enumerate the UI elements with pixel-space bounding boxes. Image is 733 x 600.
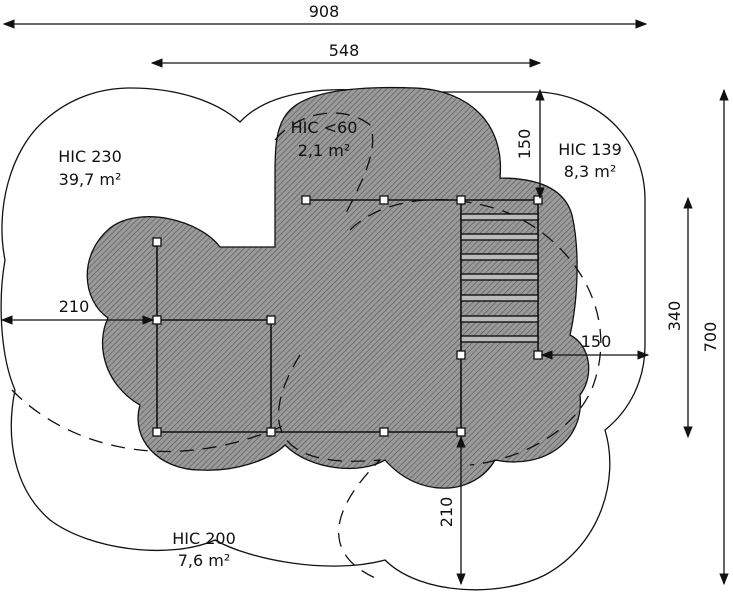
dashed-zone-line-2 (278, 354, 382, 581)
dim-bottom-offset: 210 (437, 497, 456, 528)
zone-hic139-area: 8,3 m² (564, 162, 617, 181)
zone-hic60-name: HIC <60 (291, 118, 358, 137)
dim-inner-width: 548 (329, 41, 360, 60)
dim-right-offset: 150 (581, 332, 612, 351)
dim-total-width: 908 (309, 2, 340, 21)
dimension-lines (0, 19, 729, 586)
dim-top-offset: 150 (515, 129, 534, 160)
dashed-zone-line-3 (274, 112, 374, 216)
zone-hic60-area: 2,1 m² (298, 141, 351, 160)
dim-inner-height: 340 (665, 301, 684, 332)
dim-total-height: 700 (701, 322, 720, 353)
zone-hic139-name: HIC 139 (558, 140, 622, 159)
zone-hic200-area: 7,6 m² (178, 551, 231, 570)
dim-left-offset: 210 (59, 297, 90, 316)
ladder (460, 213, 539, 343)
dashed-zone-line-1 (11, 389, 286, 453)
zone-hic200-name: HIC 200 (172, 529, 236, 548)
zone-hic230-name: HIC 230 (58, 147, 122, 166)
zone-hic230-area: 39,7 m² (59, 170, 122, 189)
